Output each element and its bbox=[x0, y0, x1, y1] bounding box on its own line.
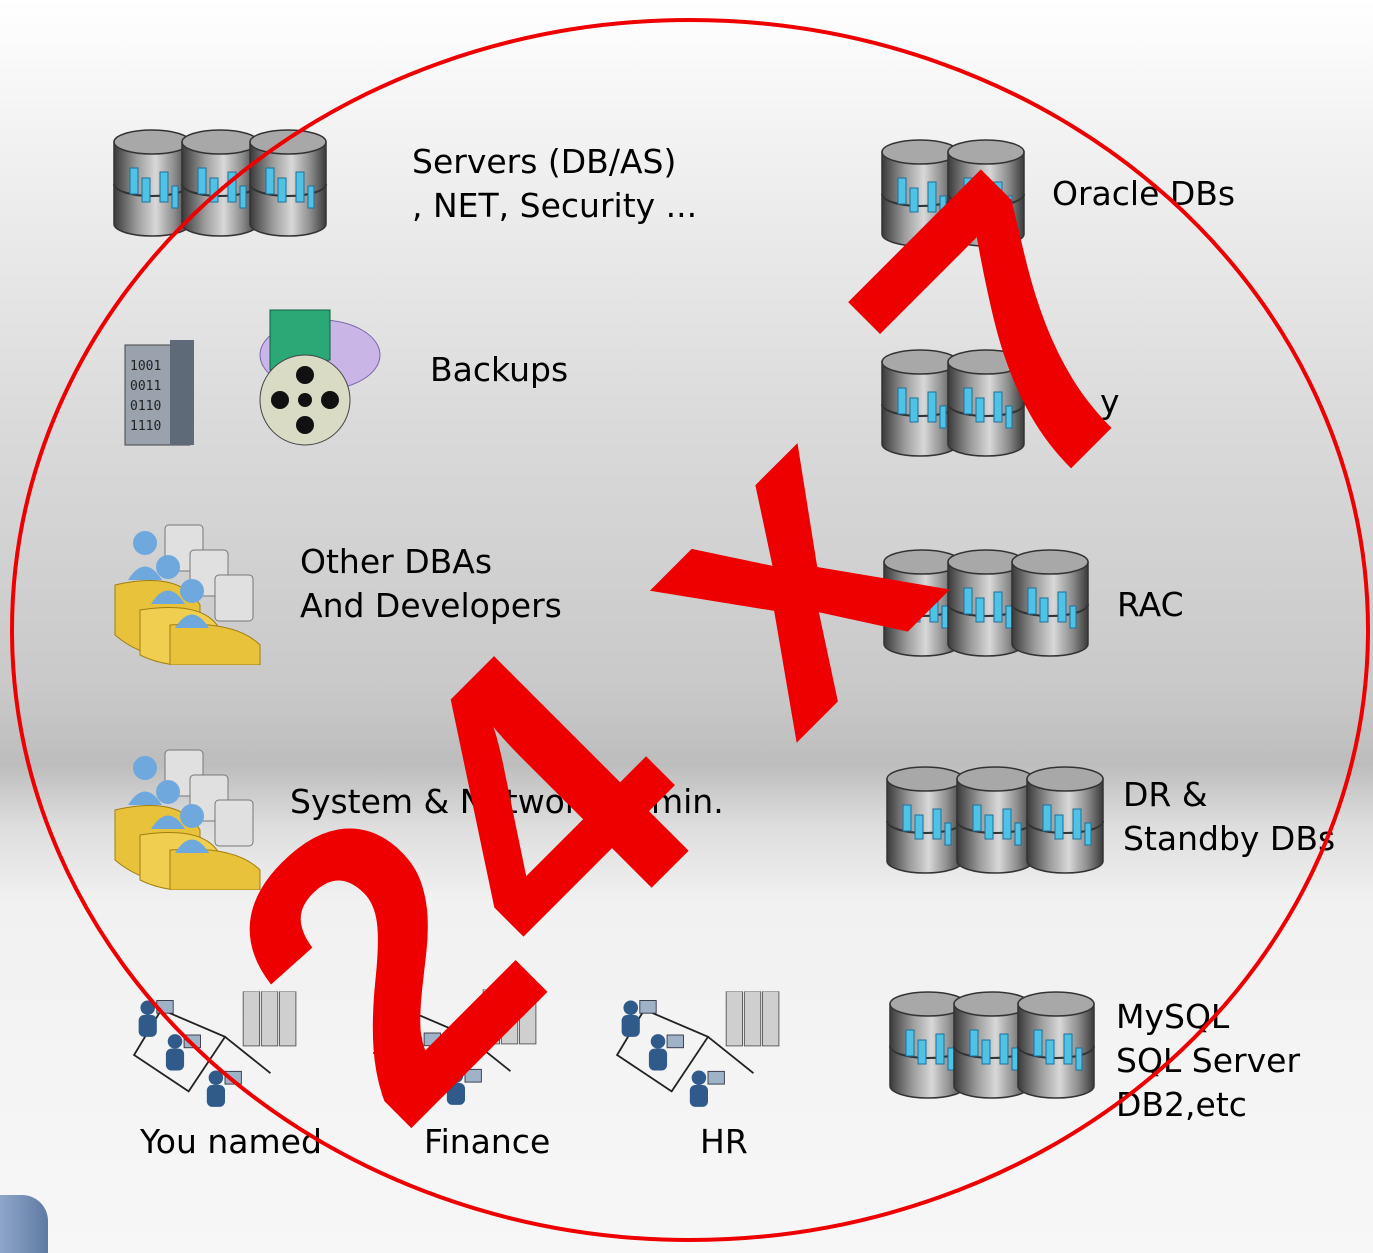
unit-label-finance: Finance bbox=[424, 1122, 551, 1161]
sysadmin-label: System & Network Admin. bbox=[290, 782, 724, 821]
unit-label-you-named: You named bbox=[140, 1122, 322, 1161]
overlay-24x7-text: 24 x 7 bbox=[146, 96, 1248, 1198]
highlight-circle bbox=[10, 18, 1370, 1242]
backup-media-icon: 1001 0011 0110 1110 bbox=[124, 309, 381, 446]
second-db-label: y bbox=[1100, 382, 1120, 421]
rac-label: RAC bbox=[1117, 585, 1184, 624]
svg-text:1001: 1001 bbox=[130, 359, 161, 374]
svg-text:1110: 1110 bbox=[130, 419, 161, 434]
svg-text:0011: 0011 bbox=[130, 379, 161, 394]
corner-decoration bbox=[0, 1195, 48, 1253]
unit-label-hr: HR bbox=[700, 1122, 748, 1161]
svg-text:0110: 0110 bbox=[130, 399, 161, 414]
servers-label: Servers (DB/AS), NET, Security ... bbox=[412, 142, 698, 225]
dr-standby-label: DR &Standby DBs bbox=[1123, 775, 1336, 858]
oracle-dbs-label: Oracle DBs bbox=[1052, 174, 1236, 213]
backups-label: Backups bbox=[430, 350, 569, 389]
